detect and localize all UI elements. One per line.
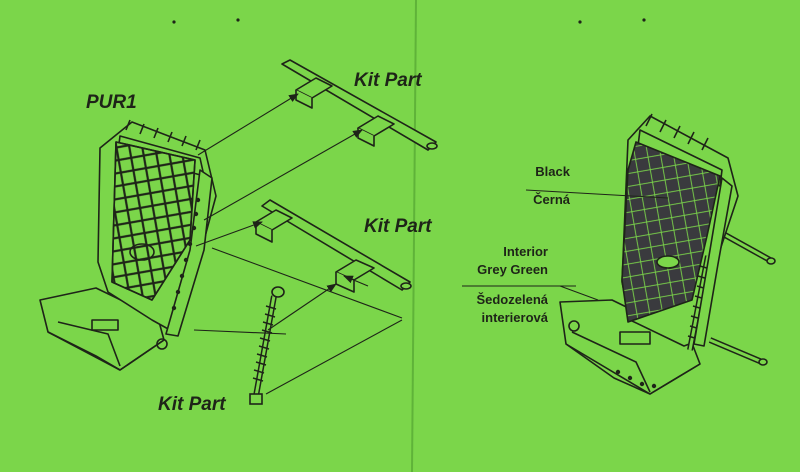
- kit-part-bar-middle: [255, 199, 412, 293]
- kit-part-spring-rod: [249, 286, 285, 405]
- seat-left: [39, 119, 217, 371]
- punch-dot: [642, 18, 646, 22]
- punch-dot: [578, 20, 582, 24]
- kit-part-label-bottom: Kit Part: [158, 394, 226, 415]
- punch-dot: [236, 18, 240, 22]
- part-code-label: PUR1: [86, 92, 137, 113]
- page-fold: [411, 0, 417, 472]
- kit-part-label-top: Kit Part: [354, 70, 422, 91]
- callout-interior-cz-1: Šedozelená: [476, 292, 548, 307]
- seat-right: [559, 113, 776, 395]
- callout-black-en: Black: [535, 164, 570, 179]
- callout-interior-cz-2: interierová: [481, 310, 548, 325]
- kit-part-label-middle: Kit Part: [364, 216, 432, 237]
- callout-black-cz: Černá: [533, 192, 570, 207]
- callout-leaders: [462, 189, 669, 301]
- punch-dot: [172, 20, 176, 24]
- kit-part-bar-upper: [281, 59, 438, 151]
- callout-interior-en-2: Grey Green: [477, 262, 548, 277]
- assembly-arrows: [193, 93, 403, 395]
- callout-interior-en-1: Interior: [503, 244, 548, 259]
